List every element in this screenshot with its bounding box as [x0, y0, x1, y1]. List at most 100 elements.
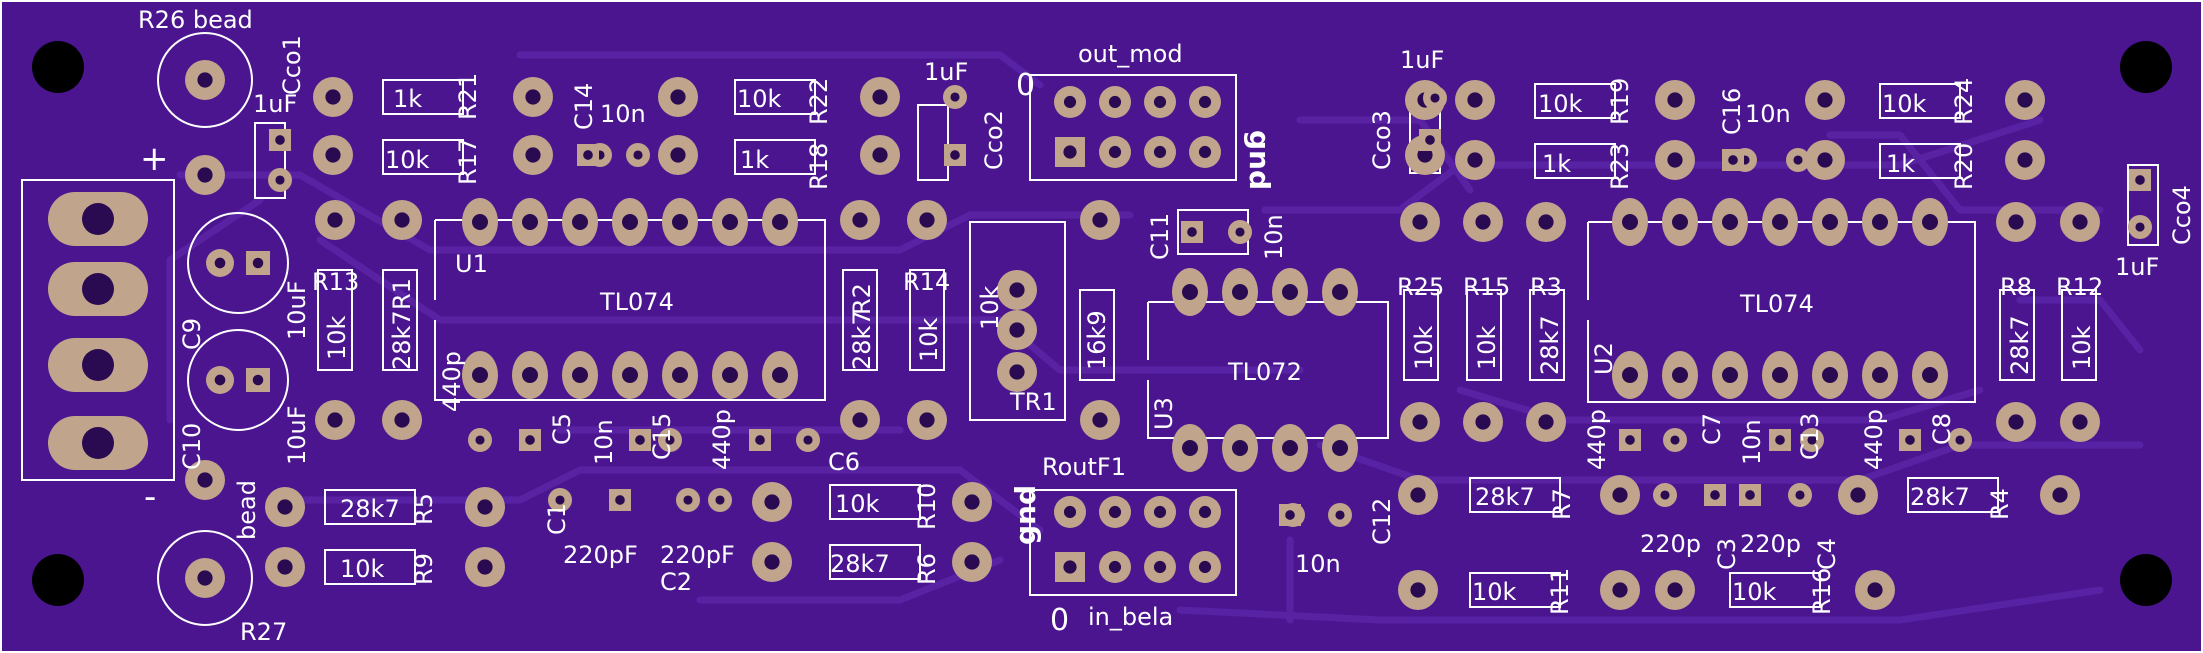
label-r19: R19: [1606, 78, 1634, 125]
label-r8-value: 28k7: [2006, 315, 2034, 375]
label-r4: R4: [1986, 488, 2014, 520]
pad-hole: [1410, 582, 1426, 598]
label-gnd-bottom: gnd: [1009, 485, 1042, 545]
pad-hole: [1092, 212, 1108, 228]
pad-hole: [327, 212, 343, 228]
pad-hole: [1822, 367, 1838, 383]
pad-hole: [1672, 367, 1688, 383]
pad-hole: [1872, 367, 1888, 383]
pad-hole: [919, 212, 935, 228]
label-r20: R20: [1950, 143, 1978, 190]
pad-hole: [722, 214, 738, 230]
label-c4-value: 220p: [1740, 530, 1801, 558]
label-c6-value: 440p: [708, 409, 736, 470]
pad-hole: [1430, 93, 1440, 103]
label-out-mod: out_mod: [1078, 40, 1183, 68]
label-c11-value: 10n: [1260, 214, 1288, 260]
pad-hole: [1772, 367, 1788, 383]
pad-hole: [1232, 440, 1248, 456]
label-r11: R11: [1546, 568, 1574, 615]
mount-hole-top-left: [32, 41, 84, 93]
pad-hole: [672, 214, 688, 230]
pad-hole: [214, 257, 226, 269]
pad-hole: [852, 212, 868, 228]
label-c3-value: 220p: [1640, 530, 1701, 558]
label-c16: C16: [1718, 88, 1746, 135]
label-r13: R13: [312, 268, 359, 296]
pad-hole: [715, 495, 725, 505]
label-tr1-value: 10k: [976, 285, 1004, 330]
pad-hole: [522, 214, 538, 230]
pad-hole: [275, 135, 285, 145]
pad-hole: [1905, 435, 1915, 445]
pad-hole: [670, 147, 686, 163]
label-c12-value: 10n: [1295, 550, 1341, 578]
label-minus: -: [144, 477, 156, 517]
pad-hole: [2017, 92, 2033, 108]
label-u1: U1: [455, 250, 488, 278]
label-r11-value: 10k: [1472, 578, 1517, 606]
silkscreen-labels: R26 bead Cco1 1uF + - bead R27 1k R21 10…: [138, 6, 2196, 646]
pad-hole: [1475, 414, 1491, 430]
label-c4: C4: [1813, 538, 1841, 570]
pad-hole: [1425, 135, 1435, 145]
pad-hole: [572, 214, 588, 230]
label-r2-value: 28k7: [848, 310, 876, 370]
pad-hole: [1467, 152, 1483, 168]
label-gnd-top: gnd: [1243, 130, 1276, 190]
label-r14-value: 10k: [915, 317, 943, 362]
pad-hole: [1625, 435, 1635, 445]
label-16k9: 16k9: [1083, 310, 1111, 370]
pad-hole: [1063, 505, 1077, 519]
pad-hole: [1153, 95, 1167, 109]
c10-outline: [187, 329, 289, 431]
pad-hole: [670, 89, 686, 105]
label-r17-value: 10k: [385, 146, 430, 174]
pad-hole: [525, 147, 541, 163]
pad-hole: [665, 435, 675, 445]
label-u2: U2: [1590, 342, 1618, 375]
pad-hole: [1850, 487, 1866, 503]
label-c13: C13: [1796, 413, 1824, 460]
pad-hole: [1795, 490, 1805, 500]
label-r7: R7: [1548, 488, 1576, 520]
pad-hole: [964, 554, 980, 570]
pad-hole: [764, 494, 780, 510]
label-c3: C3: [1713, 538, 1741, 570]
pad-hole: [683, 495, 693, 505]
label-r21-value: 1k: [393, 85, 422, 113]
pad-hole: [1412, 414, 1428, 430]
pad-hole: [1009, 322, 1025, 338]
label-c9-value: 10uF: [283, 280, 311, 340]
label-r23-value: 1k: [1542, 150, 1571, 178]
pad-hole: [1182, 440, 1198, 456]
pad-hole: [252, 257, 264, 269]
pad-hole: [1198, 95, 1212, 109]
pad-hole: [197, 570, 213, 586]
pad-hole: [1822, 214, 1838, 230]
pad-hole: [1622, 367, 1638, 383]
label-c14-value: 10n: [600, 100, 646, 128]
label-r26-bead: R26 bead: [138, 6, 253, 34]
mounting-holes: [32, 41, 2172, 606]
label-r27: R27: [240, 618, 287, 646]
label-cco1: Cco1: [278, 35, 306, 95]
component-pads: [185, 60, 2152, 610]
pad-hole: [252, 374, 264, 386]
pad-hole: [2135, 222, 2145, 232]
label-r13-value: 10k: [323, 315, 351, 360]
pad-hole: [1475, 214, 1491, 230]
pad-hole: [2072, 414, 2088, 430]
pad-hole: [1672, 214, 1688, 230]
label-r9: R9: [410, 553, 438, 585]
pad-hole: [1922, 214, 1938, 230]
pad-hole: [2135, 175, 2145, 185]
u3-outline: [1147, 301, 1389, 439]
pad-hole: [197, 472, 213, 488]
out-mod-outline: [1029, 74, 1237, 181]
label-r3: R3: [1530, 273, 1562, 301]
power-connector-pads: [48, 192, 148, 470]
label-in-bela: in_bela: [1088, 603, 1173, 631]
pad-hole: [803, 435, 813, 445]
label-c1-value: 220pF: [563, 541, 638, 569]
